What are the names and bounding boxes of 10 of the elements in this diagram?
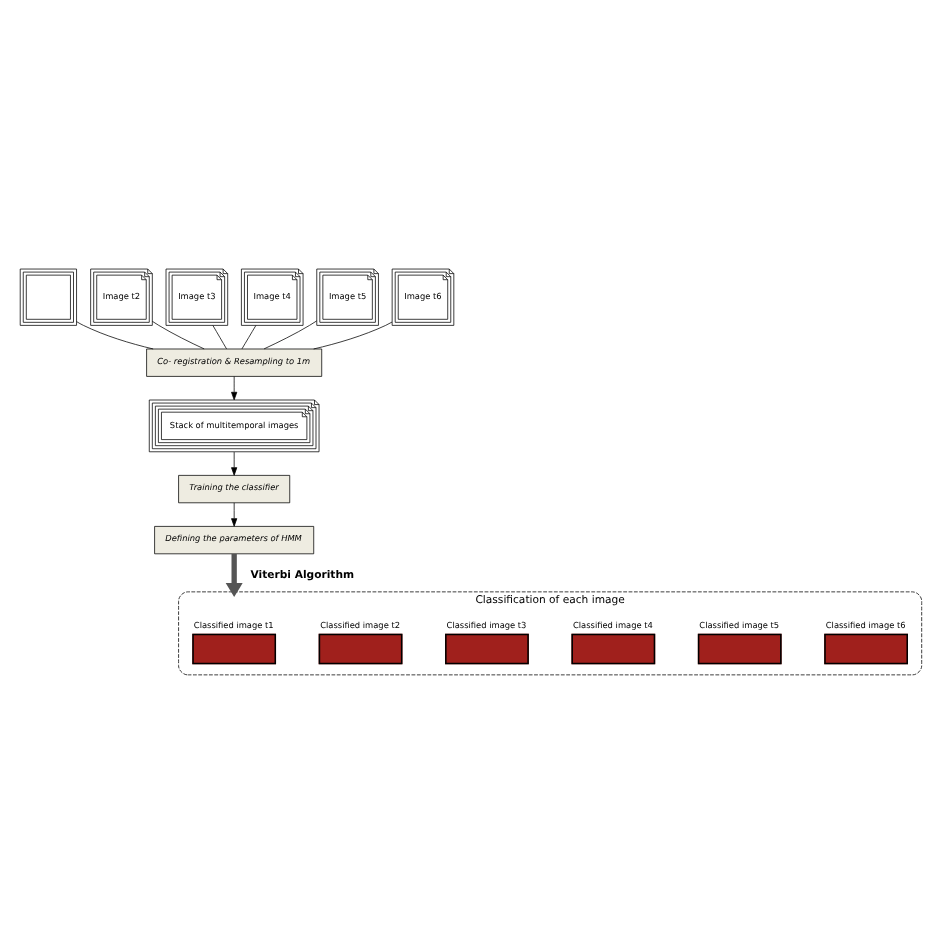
arrow <box>231 375 238 400</box>
connector <box>313 320 393 349</box>
connector <box>263 319 318 349</box>
connector <box>76 320 154 349</box>
arrow <box>231 501 238 526</box>
connector <box>212 324 227 349</box>
arrow <box>225 553 243 596</box>
arrow <box>231 450 238 475</box>
connector <box>151 319 205 349</box>
connector <box>241 324 257 349</box>
